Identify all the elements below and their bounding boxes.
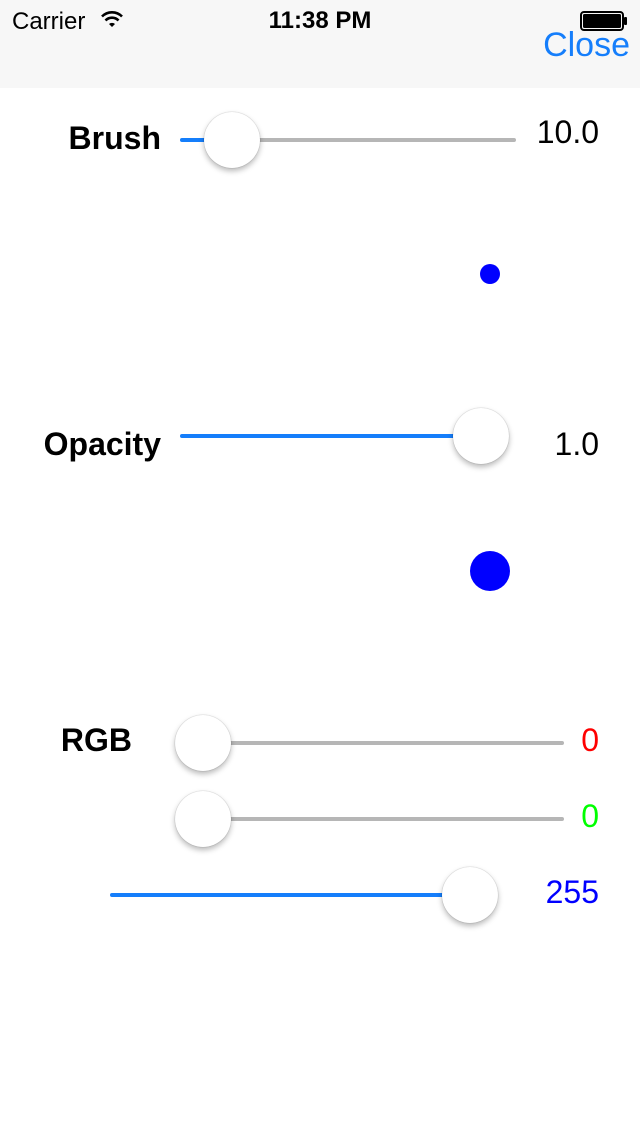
brush-slider-max-track [231, 138, 516, 142]
rgb-label: RGB [60, 722, 132, 758]
green-slider[interactable] [175, 789, 564, 849]
brush-size-preview [480, 264, 500, 284]
battery-icon [580, 11, 627, 31]
top-bar: Carrier 11:38 PM Close [0, 0, 640, 88]
close-button[interactable]: Close [543, 26, 630, 64]
red-value: 0 [581, 722, 599, 758]
opacity-slider-thumb[interactable] [453, 408, 509, 464]
brush-value: 10.0 [536, 114, 599, 150]
opacity-value: 1.0 [554, 426, 599, 462]
red-slider[interactable] [175, 713, 564, 773]
carrier-label: Carrier [12, 8, 86, 35]
red-slider-max-track [203, 741, 564, 745]
green-slider-max-track [203, 817, 564, 821]
opacity-slider[interactable] [180, 406, 509, 466]
brush-label: Brush [68, 120, 161, 156]
green-slider-thumb[interactable] [175, 791, 231, 847]
opacity-slider-min-track [180, 434, 481, 438]
opacity-preview [470, 551, 510, 591]
blue-value: 255 [545, 874, 599, 910]
blue-slider[interactable] [110, 865, 498, 925]
red-slider-thumb[interactable] [175, 715, 231, 771]
green-value: 0 [581, 798, 599, 834]
wifi-icon [101, 11, 123, 27]
opacity-label: Opacity [43, 426, 161, 462]
blue-slider-min-track [110, 893, 470, 897]
brush-slider[interactable] [180, 110, 516, 170]
brush-slider-thumb[interactable] [203, 112, 260, 168]
clock: 11:38 PM [268, 7, 372, 34]
blue-slider-thumb[interactable] [442, 867, 498, 923]
